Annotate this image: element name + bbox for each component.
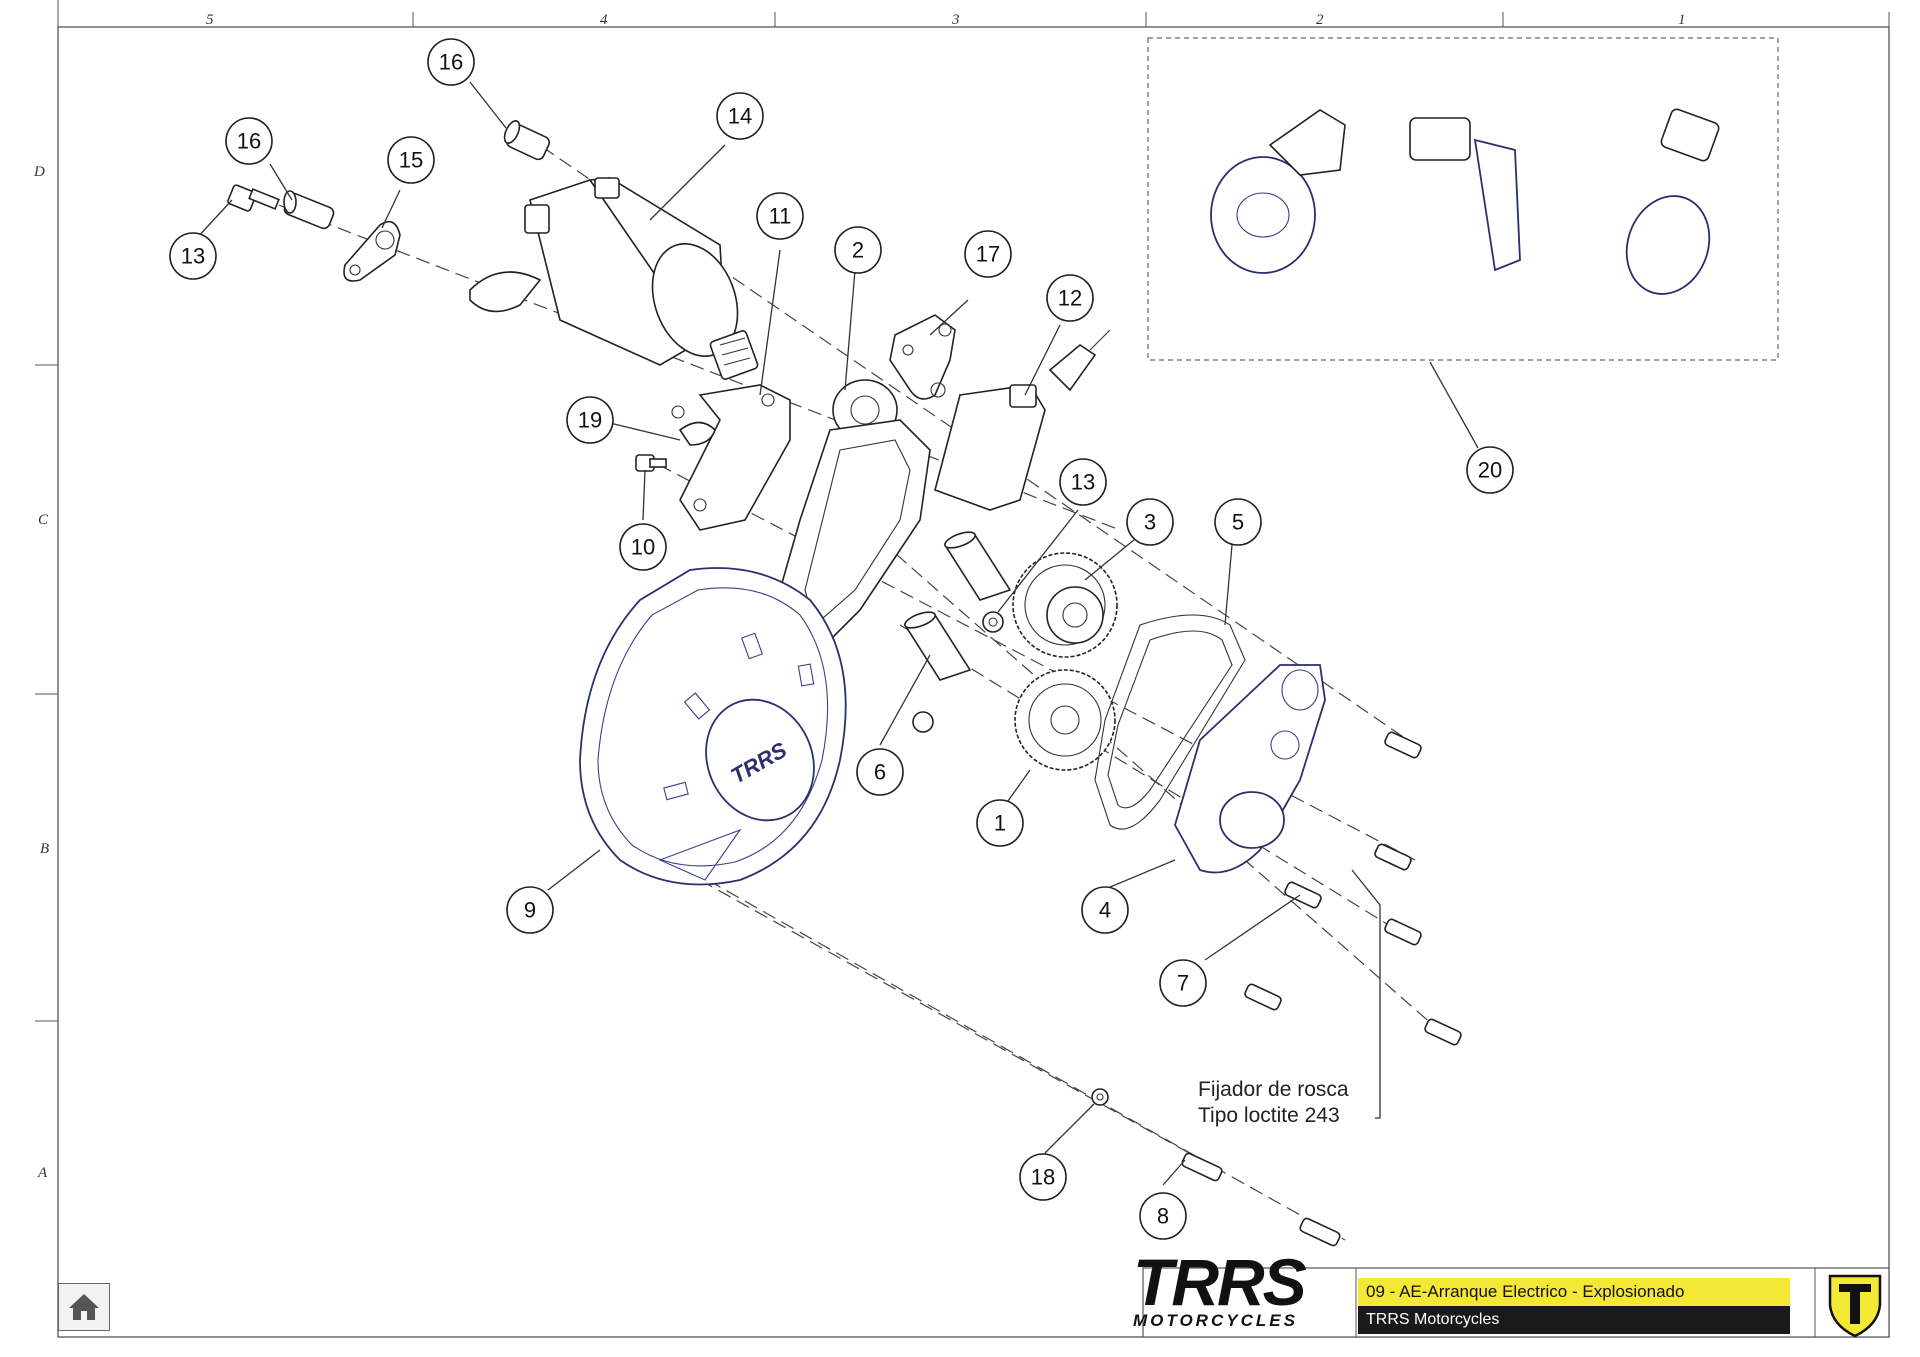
- svg-text:4: 4: [1099, 898, 1111, 923]
- callout-9: 9: [506, 886, 554, 934]
- svg-text:11: 11: [769, 204, 792, 229]
- part-3-gear-upper: [1012, 552, 1118, 658]
- svg-text:2: 2: [852, 238, 864, 263]
- drawing-title: 09 - AE-Arranque Electrico - Explosionad…: [1358, 1278, 1790, 1306]
- part-15-bracket: [343, 220, 401, 282]
- svg-text:16: 16: [237, 129, 261, 154]
- svg-text:10: 10: [631, 535, 655, 560]
- part-19-clip: [678, 421, 716, 446]
- svg-text:7: 7: [1177, 971, 1189, 996]
- sheet-frame: [57, 26, 1890, 1338]
- part-9-ignition-cover: TRRS: [579, 567, 847, 886]
- svg-text:3: 3: [1144, 510, 1156, 535]
- svg-text:17: 17: [976, 242, 1000, 267]
- detail-view-20: [1147, 37, 1779, 361]
- callout-2: 2: [834, 226, 882, 274]
- callout-12: 12: [1046, 274, 1094, 322]
- part-12-relay: [934, 329, 1111, 511]
- zone-row-D: D: [33, 164, 45, 180]
- part-13-bolt-left: [227, 184, 280, 212]
- svg-text:19: 19: [578, 408, 602, 433]
- callout-6: 6: [856, 748, 904, 796]
- part-16-pin-lower: [283, 190, 335, 230]
- zone-col-2: 2: [1316, 12, 1324, 28]
- zone-row-A: A: [37, 1165, 48, 1181]
- callout-11: 11: [756, 192, 804, 240]
- callout-8: 8: [1139, 1192, 1187, 1240]
- callout-16-upper: 16: [427, 38, 475, 86]
- callout-1: 1: [976, 799, 1024, 847]
- svg-text:6: 6: [874, 760, 886, 785]
- zone-row-B: B: [40, 841, 49, 857]
- company-name: TRRS Motorcycles: [1358, 1306, 1790, 1334]
- home-button[interactable]: [58, 1283, 110, 1331]
- trrs-shield-logo: [1828, 1274, 1882, 1338]
- part-17-plate: [889, 314, 956, 400]
- zone-col-5: 5: [206, 12, 214, 28]
- brand-logo-text: TRRS: [1133, 1245, 1307, 1319]
- part-14-starter-motor: [469, 177, 759, 380]
- zone-col-1: 1: [1678, 12, 1686, 28]
- callout-15: 15: [387, 136, 435, 184]
- zone-col-3: 3: [951, 12, 960, 28]
- part-7-bolts: [1244, 731, 1462, 1046]
- zone-row-C: C: [38, 512, 49, 528]
- svg-text:5: 5: [1232, 510, 1244, 535]
- svg-text:18: 18: [1031, 1165, 1055, 1190]
- svg-text:20: 20: [1478, 458, 1502, 483]
- thread-locker-note: Fijador de rosca Tipo loctite 243: [1198, 1077, 1349, 1129]
- svg-text:12: 12: [1058, 286, 1082, 311]
- zone-col-4: 4: [600, 12, 608, 28]
- callout-14: 14: [716, 92, 764, 140]
- callout-4: 4: [1081, 886, 1129, 934]
- callout-3: 3: [1126, 498, 1174, 546]
- brand-logo-subtext: MOTORCYCLES: [1133, 1311, 1298, 1330]
- callout-13-center: 13: [1059, 458, 1107, 506]
- callout-13-left: 13: [169, 232, 217, 280]
- part-10-bolt: [635, 454, 667, 472]
- svg-text:16: 16: [439, 50, 463, 75]
- callout-20: 20: [1466, 446, 1514, 494]
- callout-7: 7: [1159, 959, 1207, 1007]
- part-8-bolts: [1181, 1152, 1341, 1247]
- part-2-gear-housing: [779, 379, 931, 651]
- part-13-nut: [982, 611, 1004, 633]
- svg-text:15: 15: [399, 148, 423, 173]
- callout-17: 17: [964, 230, 1012, 278]
- part-6-sleeves: [903, 531, 1012, 733]
- svg-text:8: 8: [1157, 1204, 1169, 1229]
- svg-text:14: 14: [728, 104, 752, 129]
- part-11-bracket-plate: [671, 384, 791, 531]
- svg-text:13: 13: [181, 244, 205, 269]
- note-line-2: Tipo loctite 243: [1198, 1104, 1340, 1127]
- home-icon: [69, 1294, 99, 1320]
- part-5-gasket: [1094, 614, 1246, 830]
- part-1-gear-lower: [1014, 669, 1116, 771]
- callout-18: 18: [1019, 1153, 1067, 1201]
- note-leader: [1351, 869, 1381, 1119]
- callout-10: 10: [619, 523, 667, 571]
- callout-16-lower: 16: [225, 117, 273, 165]
- part-16-pin-upper: [503, 120, 551, 161]
- part-4-cover: [1174, 664, 1326, 874]
- note-line-1: Fijador de rosca: [1198, 1078, 1349, 1101]
- svg-text:1: 1: [994, 811, 1006, 836]
- part-18-washer: [1091, 1088, 1109, 1106]
- callout-5: 5: [1214, 498, 1262, 546]
- svg-text:13: 13: [1071, 470, 1095, 495]
- callout-19: 19: [566, 396, 614, 444]
- svg-text:9: 9: [524, 898, 536, 923]
- callout-leaders: [194, 81, 1479, 1186]
